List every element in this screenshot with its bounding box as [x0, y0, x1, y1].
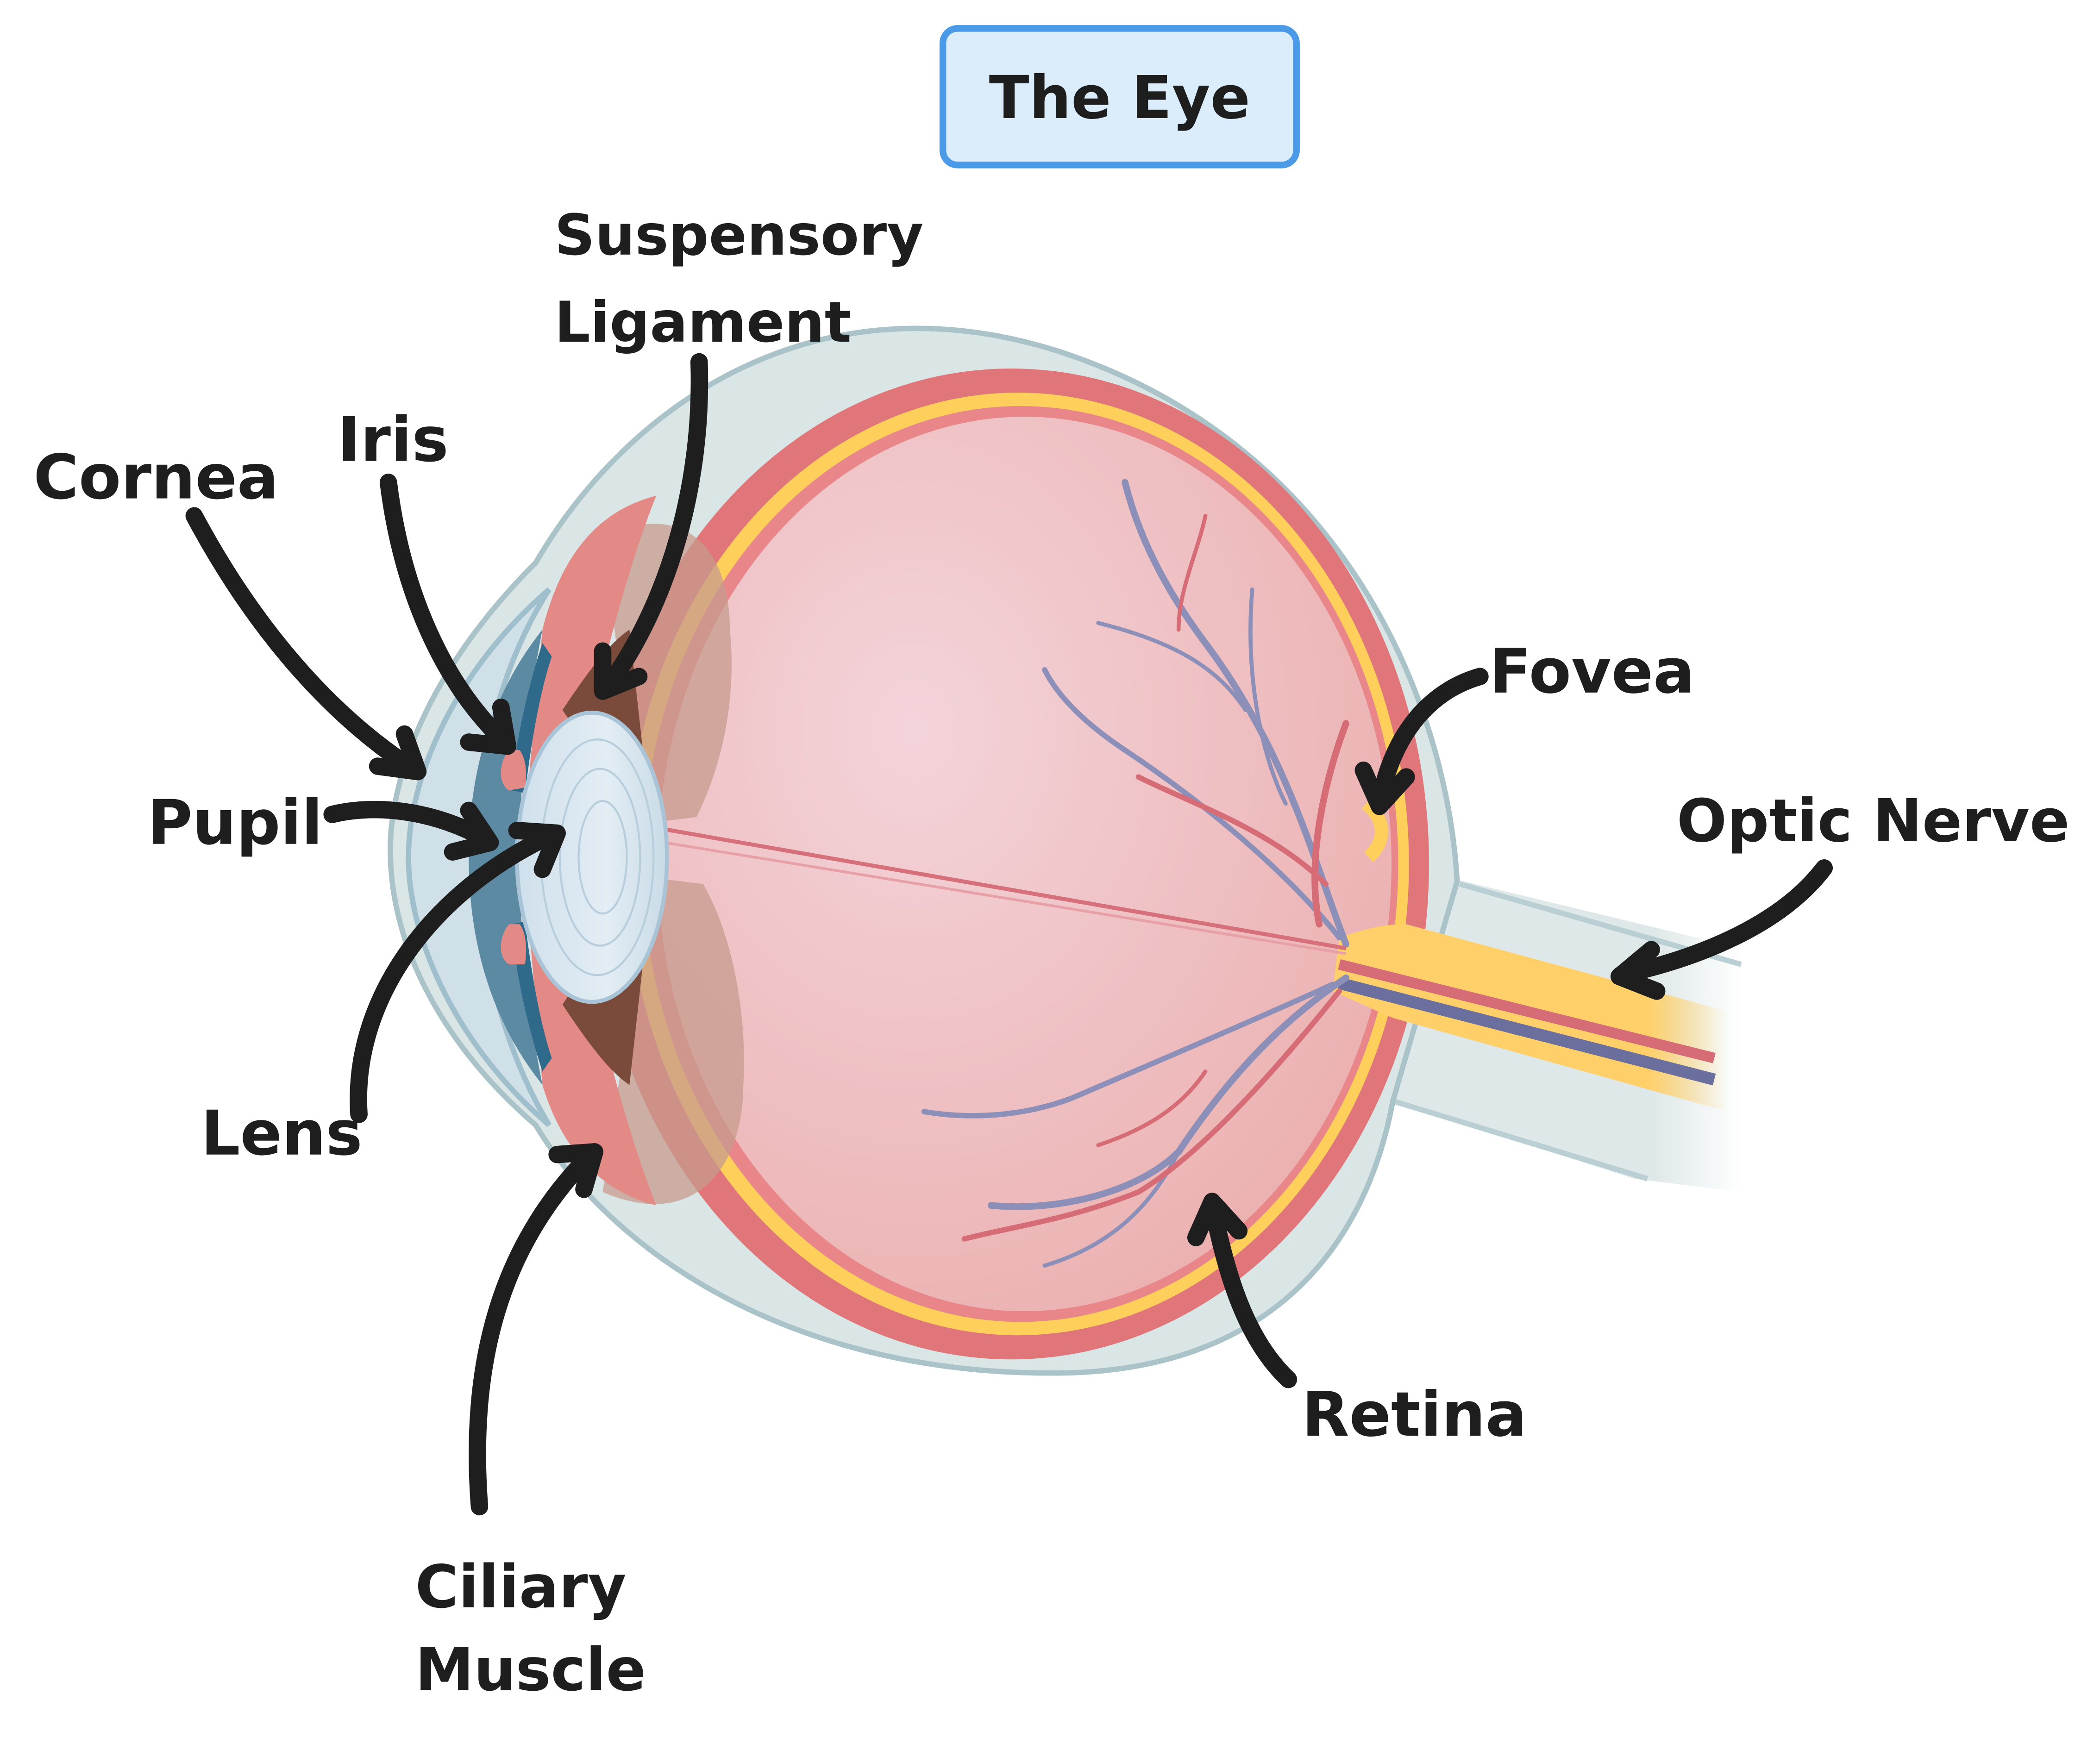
ciliary-muscle-lower	[529, 924, 657, 1206]
label-cornea: Cornea	[33, 442, 278, 513]
label-ciliary-line1: Ciliary	[415, 1553, 627, 1621]
arrow-iris	[379, 474, 516, 755]
label-pupil: Pupil	[147, 788, 323, 859]
retinal-vessels-upper	[1042, 479, 1349, 948]
label-iris: Iris	[338, 405, 449, 476]
arrow-lens	[350, 822, 566, 1123]
arrow-cornea	[185, 507, 427, 781]
visual-axis-line-2	[656, 840, 1347, 955]
ciliary-muscle-upper	[529, 495, 657, 777]
visual-axis-line	[656, 825, 1347, 950]
title-box: The Eye	[939, 25, 1300, 169]
arrow-ciliary	[469, 1143, 603, 1516]
label-ciliary-line2: Muscle	[415, 1636, 646, 1705]
label-suspensory-line2: Ligament	[554, 289, 851, 355]
label-fovea: Fovea	[1489, 636, 1695, 707]
arrow-fovea	[1354, 668, 1489, 815]
iris-tip-upper	[501, 750, 527, 791]
vitreous-body	[658, 417, 1392, 1312]
iris-tip-lower	[501, 924, 527, 965]
arrow-pupil	[323, 800, 499, 861]
label-retina: Retina	[1302, 1379, 1527, 1450]
arrow-retina	[1187, 1193, 1298, 1388]
label-lens: Lens	[201, 1098, 363, 1169]
optic-nerve-vessel-blue	[1337, 977, 1716, 1086]
optic-nerve-vessel-red	[1338, 959, 1716, 1063]
label-optic-nerve: Optic Nerve	[1677, 787, 2069, 856]
arrow-optic-nerve	[1610, 859, 1833, 1000]
page-title: The Eye	[989, 64, 1250, 132]
retinal-vessels-lower	[921, 974, 1349, 1268]
optic-nerve	[1332, 924, 1728, 1112]
arrow-suspensory	[594, 353, 708, 700]
label-suspensory-line1: Suspensory	[554, 202, 923, 268]
